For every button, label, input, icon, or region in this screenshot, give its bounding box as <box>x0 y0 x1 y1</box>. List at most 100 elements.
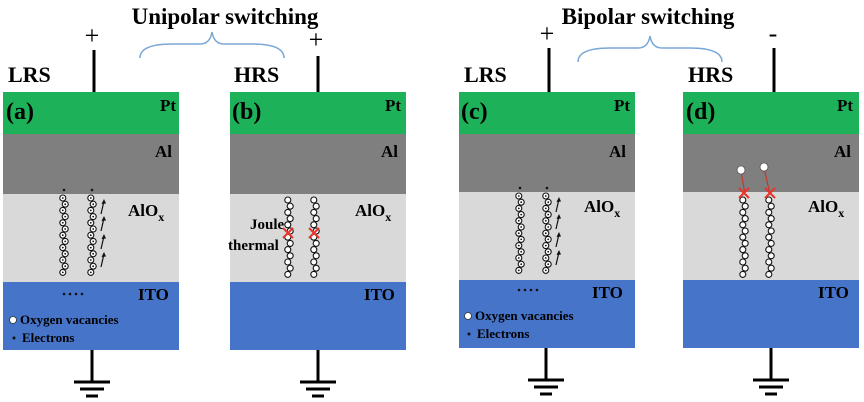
filament-b2-vacancy <box>312 239 320 247</box>
alox-sub-b: x <box>385 210 391 224</box>
filament-d1-vacancy <box>741 215 749 223</box>
unipolar-title: Unipolar switching <box>132 4 319 29</box>
filament-b2-vacancy <box>312 264 320 272</box>
filament-d1-vacancy <box>739 258 747 266</box>
filament-c1-electron <box>517 244 520 247</box>
alox-main-c: AlO <box>584 197 614 216</box>
filament-a-arrow-head <box>101 234 106 239</box>
filament-d2-vacancy <box>767 227 775 235</box>
filament-c-arrow-head <box>556 214 561 219</box>
polarity-sign-c: + <box>540 19 555 48</box>
al-layer-d <box>683 134 859 192</box>
filament-b2-vacancy <box>312 215 320 223</box>
bottom-a-electron-dot <box>68 292 72 296</box>
filament-c2-electron <box>547 250 550 253</box>
alox-sub-d: x <box>838 206 844 220</box>
unipolar-brace <box>139 31 285 59</box>
filament-a1-electron <box>64 265 67 268</box>
alox-sub-a: x <box>158 210 164 224</box>
alox-main-a: AlO <box>128 201 158 220</box>
filament-c2-electron <box>547 263 550 266</box>
al-label-d: Al <box>834 142 851 161</box>
pt-layer-c <box>459 92 635 134</box>
ito-label-a: ITO <box>138 285 169 304</box>
filament-d2-vacancy <box>765 233 773 241</box>
filament-b1-vacancy <box>286 252 294 260</box>
filament-b2-vacancy <box>310 208 318 216</box>
polarity-sign-b: + <box>309 25 324 54</box>
filament-c1-electron <box>520 263 523 266</box>
filament-d1-vacancy <box>739 208 747 216</box>
filament-d-migration-line <box>740 170 746 195</box>
filament-c2-electron <box>547 238 550 241</box>
filament-c1-electron <box>520 213 523 216</box>
filament-d2-vacancy <box>767 239 775 247</box>
panel-label-b: (b) <box>232 99 261 125</box>
filament-a-arrow-head <box>101 199 106 204</box>
legend-a: Oxygen vacancies Electrons <box>9 312 119 345</box>
filament-d-break-mark <box>738 187 750 199</box>
filament-d1-vacancy <box>739 196 747 204</box>
filament-d2-vacancy <box>765 270 773 278</box>
filament-d-break-mark <box>764 187 776 199</box>
filament-d1-vacancy <box>741 202 749 210</box>
alox-main-b: AlO <box>355 201 385 220</box>
alox-label-c: AlOx <box>584 197 620 220</box>
filament-b1-vacancy <box>284 246 292 254</box>
al-layer-a <box>3 134 179 194</box>
bottom-a-electron-dot <box>80 292 84 296</box>
state-label-c: LRS <box>464 62 507 87</box>
filament-c-arrow-head <box>556 232 561 237</box>
legend-oxygen-marker-a <box>9 316 17 324</box>
bottom-c-electron-dot <box>517 288 521 292</box>
filament-c2-electron <box>544 257 547 259</box>
filament-d1-vacancy <box>739 233 747 241</box>
filament-d1-vacancy <box>739 246 747 254</box>
filament-d-migration-line <box>763 167 771 195</box>
filament-a2-electron <box>89 197 92 199</box>
top-c-electron-dot <box>518 186 522 190</box>
filament-a1-electron <box>64 203 67 206</box>
filament-a-arrow-head <box>101 252 106 257</box>
filament-d2-vacancy <box>765 246 773 254</box>
filament-a2-electron <box>92 228 95 230</box>
bottom-c-electron-dot <box>523 288 527 292</box>
filament-a2-electron <box>92 203 95 206</box>
bottom-c-electron-dot <box>535 288 539 292</box>
filament-d1-vacancy <box>741 252 749 260</box>
alox-label-b: AlOx <box>355 201 391 224</box>
filament-a1-electron <box>61 259 64 261</box>
filament-c2-electron <box>544 195 547 197</box>
filament-c1-electron <box>517 207 520 210</box>
filament-d2-vacancy <box>767 215 775 223</box>
top-c-electron-dot <box>545 186 549 190</box>
filament-a2-electron <box>92 240 95 243</box>
alox-label-d: AlOx <box>808 197 844 220</box>
filament-b1-vacancy <box>284 208 292 216</box>
filament-c2-electron <box>547 201 550 204</box>
filament-b1-vacancy <box>284 258 292 266</box>
filament-b-break-mark <box>282 227 294 239</box>
bottom-c-electron-dot <box>529 288 533 292</box>
filament-a2-electron <box>89 246 92 249</box>
polarity-sign-a: + <box>85 21 100 50</box>
filament-a1-electron <box>61 209 64 212</box>
filament-d2-vacancy <box>767 202 775 210</box>
state-label-d: HRS <box>688 62 733 87</box>
filament-a2-electron <box>89 259 92 261</box>
panel-label-d: (d) <box>686 99 715 125</box>
filament-b2-vacancy <box>310 196 318 204</box>
filament-c2-electron <box>544 219 547 222</box>
legend-electron-text-a: Electrons <box>22 330 74 345</box>
filament-d2-vacancy <box>765 221 773 229</box>
ito-layer-c <box>459 280 635 348</box>
filament-d1-vacancy <box>741 264 749 272</box>
filament-c1-electron <box>517 257 520 259</box>
filament-a2-electron <box>89 271 92 274</box>
filament-c2-electron <box>547 213 550 216</box>
device-stack-c <box>459 92 635 348</box>
filament-a1-electron <box>61 234 64 237</box>
filament-b1-vacancy <box>286 215 294 223</box>
filament-b1-vacancy <box>286 239 294 247</box>
